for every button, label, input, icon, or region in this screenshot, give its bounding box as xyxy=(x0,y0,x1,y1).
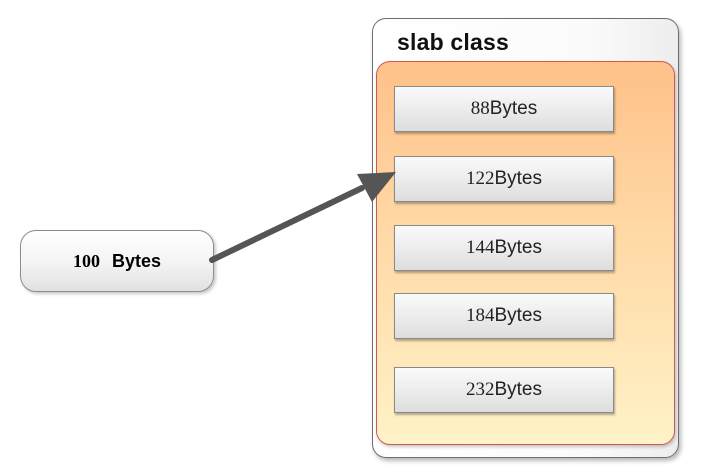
input-size-number: 100 xyxy=(72,250,100,271)
input-item-box: 100 Bytes xyxy=(20,230,214,292)
input-size-unit: Bytes xyxy=(111,250,162,271)
arrow-shaft xyxy=(209,185,365,263)
chunk-size-number: 144 xyxy=(465,237,495,258)
chunk-size-number: 184 xyxy=(465,305,495,326)
chunk-size-number: 88 xyxy=(470,98,490,119)
chunk-size-unit: Bytes xyxy=(494,168,543,189)
chunk-size-number: 122 xyxy=(465,168,495,189)
chunk-size-unit: Bytes xyxy=(494,237,543,258)
chunk-size-unit: Bytes xyxy=(494,305,543,326)
chunk-size-number: 232 xyxy=(465,379,495,400)
chunk-size-unit: Bytes xyxy=(489,98,538,119)
slab-class-title: slab class xyxy=(397,29,509,55)
chunk-size-unit: Bytes xyxy=(494,379,543,400)
